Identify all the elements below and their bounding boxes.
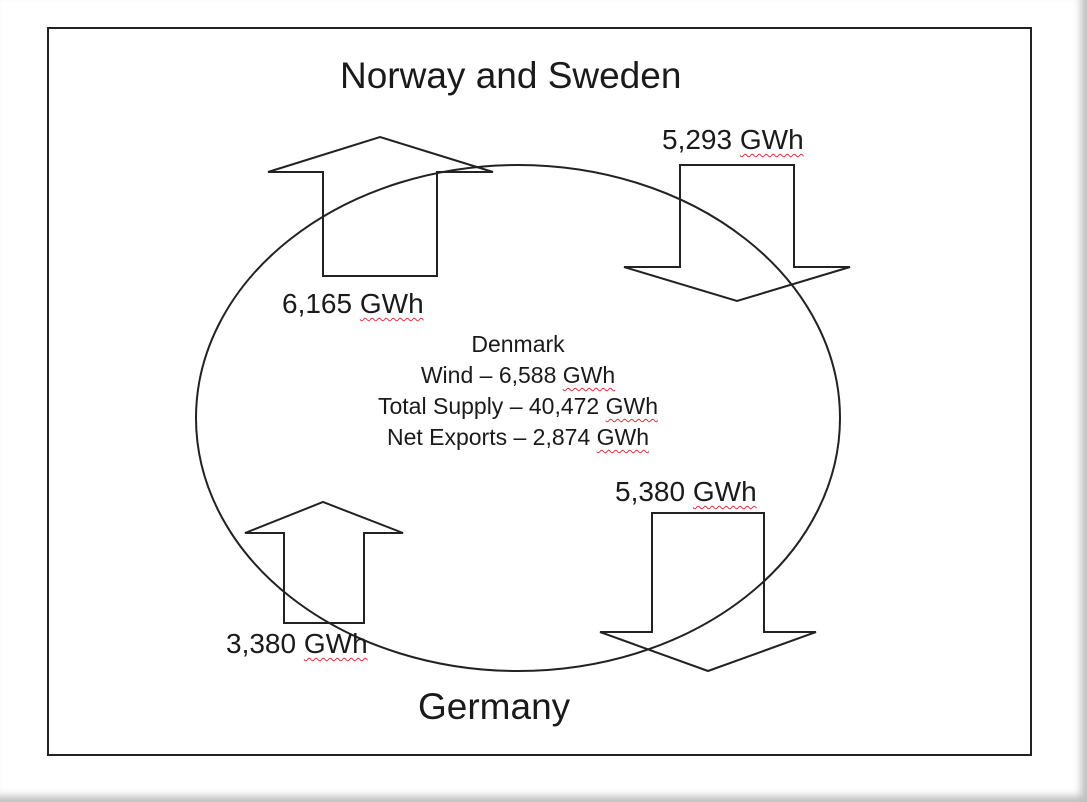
flow-number: 3,380	[226, 628, 297, 659]
flow-number: 5,380	[615, 476, 686, 507]
flow-number: 6,165	[282, 288, 353, 319]
arrow-up-from-germany	[244, 500, 404, 624]
net-exports-text: Net Exports – 2,874	[386, 424, 591, 450]
unit-text: GWh	[596, 424, 650, 450]
flow-unit: GWh	[303, 628, 368, 659]
flow-number: 5,293	[662, 124, 733, 155]
flow-value-denmark-to-germany: 5,380 GWh	[615, 478, 757, 506]
flow-unit: GWh	[739, 124, 804, 155]
total-supply-text: Total Supply – 40,472	[378, 393, 600, 419]
flow-value-denmark-to-north: 6,165 GWh	[282, 290, 424, 318]
north-region-title: Norway and Sweden	[340, 55, 682, 96]
unit-text: GWh	[605, 393, 658, 419]
denmark-total-supply: Total Supply – 40,472 GWh	[318, 395, 718, 426]
denmark-summary: Denmark Wind – 6,588 GWh Total Supply – …	[318, 333, 718, 457]
denmark-net-exports: Net Exports – 2,874 GWh	[318, 426, 718, 457]
denmark-wind: Wind – 6,588 GWh	[318, 364, 718, 395]
arrow-up-to-north	[267, 135, 494, 277]
arrow-down-from-north	[623, 164, 851, 303]
flow-unit: GWh	[359, 288, 424, 319]
diagram-frame	[47, 27, 1032, 756]
wind-text: Wind – 6,588	[420, 362, 557, 388]
denmark-circle	[195, 164, 841, 672]
arrow-down-to-germany	[599, 512, 817, 673]
denmark-title: Denmark	[471, 331, 565, 357]
south-region-title: Germany	[418, 686, 571, 727]
flow-value-north-to-denmark: 5,293 GWh	[662, 126, 804, 154]
flow-unit: GWh	[692, 476, 757, 507]
unit-text: GWh	[562, 362, 616, 388]
flow-value-germany-to-denmark: 3,380 GWh	[226, 630, 368, 658]
